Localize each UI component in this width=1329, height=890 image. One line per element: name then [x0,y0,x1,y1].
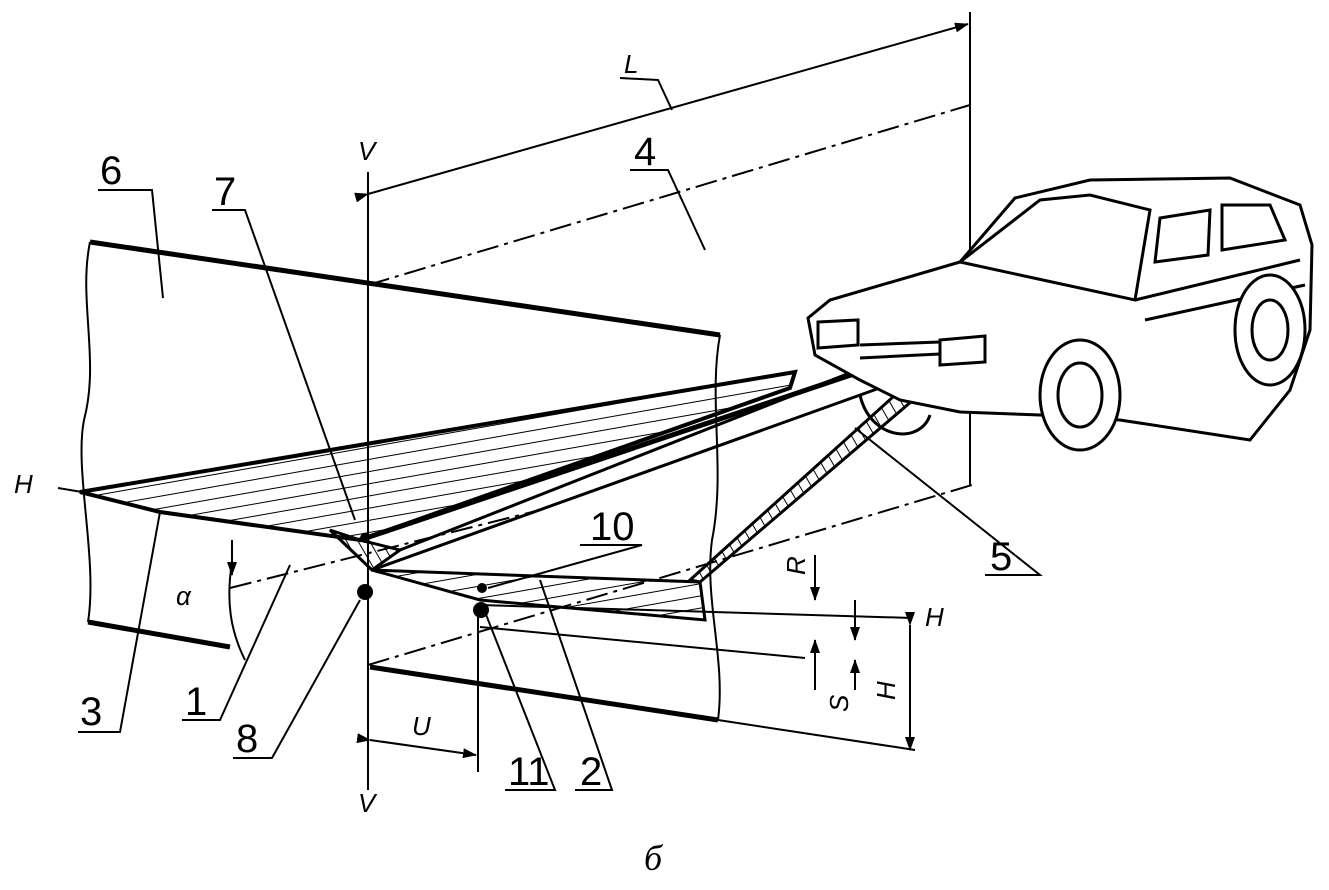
callout-5: 5 [990,535,1012,579]
dimension-h-label: H [871,681,901,700]
callout-3: 3 [80,690,102,734]
dimension-l-label: L [624,49,638,79]
callout-7: 7 [214,170,236,214]
callout-8: 8 [236,717,258,761]
dimension-r-label: R [781,556,811,575]
dimension-u-label: U [412,711,431,741]
car-outline [806,176,1314,452]
dimension-s-label: S [824,694,854,712]
axis-labels: V V H H L U α R S H [14,49,944,818]
figure-caption: б [644,838,664,878]
horizontal-axis-h [57,487,916,751]
callout-1: 1 [185,680,207,724]
angle-alpha [227,540,246,661]
axis-h-left: H [14,469,33,499]
callout-4: 4 [634,130,656,174]
callout-2: 2 [580,750,602,794]
callout-10: 10 [590,505,635,549]
axis-v-bottom: V [358,788,378,818]
axis-v-top: V [358,136,378,166]
dimension-alpha-label: α [176,581,192,611]
callout-11: 11 [508,750,550,794]
callout-labels: 6 7 4 10 5 3 1 8 11 2 [80,130,1012,794]
callout-leaders [78,169,1043,791]
axis-h-right: H [925,602,944,632]
callout-6: 6 [100,149,122,193]
beam-pattern [79,342,963,622]
dimension-arrows [356,555,915,772]
